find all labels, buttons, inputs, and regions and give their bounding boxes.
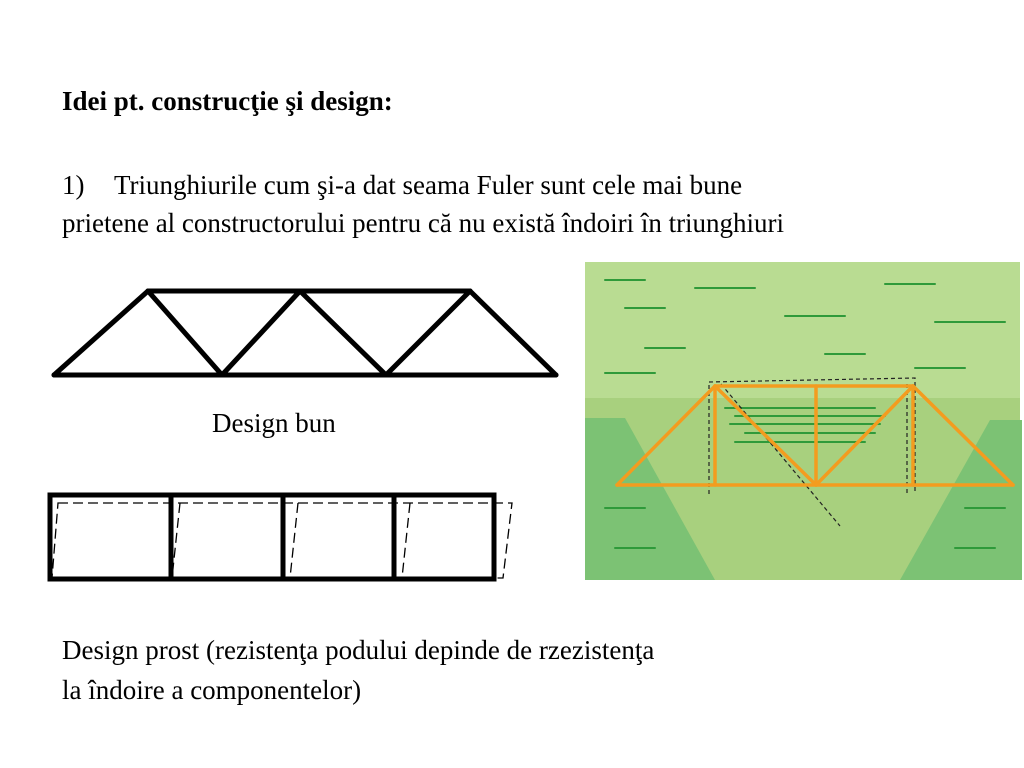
truss-diagonal [219,288,303,378]
truss-diagonal [297,288,389,378]
deformed-post [289,502,299,579]
bridge-diagonal [814,384,915,487]
point-1: 1) Triunghiurile cum şi-a dat seama Fuler… [62,166,1002,242]
bad-design-label: Design prost (rezistenţa podului depinde… [62,630,862,710]
bridge-right-end [911,384,1015,487]
good-design-label: Design bun [212,408,336,438]
deformation-diagonal [720,383,841,527]
right-bank [900,420,1022,580]
frame-outline [47,492,497,582]
truss-diagonal [383,288,473,378]
bad-design-label-line-1: Design prost (rezistenţa podului depinde… [62,635,655,665]
bridge-illustration [585,262,1022,580]
left-bank [585,418,715,580]
point-text-line-1: Triunghiurile cum şi-a dat seama Fuler s… [114,170,743,200]
point-text-line-2: prietene al constructorului pentru că nu… [62,208,785,238]
deformation-outline [708,377,916,494]
truss-diagonal [145,288,225,378]
point-number: 1) [62,170,85,200]
bridge-diagonal [713,384,818,487]
deformed-frame-outline [51,502,513,579]
deformed-post [401,502,411,579]
truss-left-end [51,288,151,378]
slide-title: Idei pt. construcţie şi design: [62,86,393,116]
bad-design-label-line-2: la îndoire a componentelor) [62,675,362,705]
truss-right-end [467,288,559,378]
bridge-left-end [615,384,717,487]
